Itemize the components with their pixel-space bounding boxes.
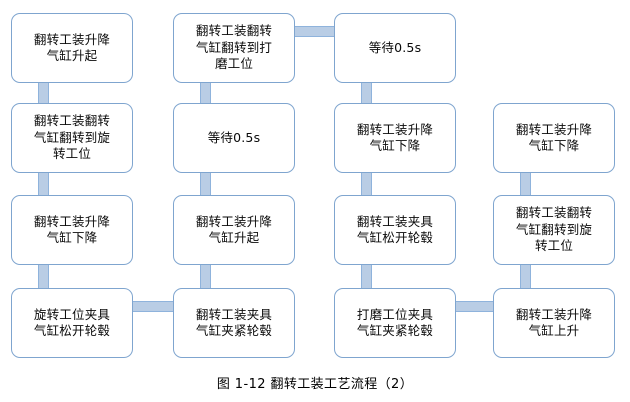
- process-node-r1c1[interactable]: 翻转工装升降 气缸升起: [11, 13, 133, 83]
- process-node-r2c1[interactable]: 翻转工装翻转 气缸翻转到旋 转工位: [11, 103, 133, 173]
- process-node-r2c4[interactable]: 翻转工装升降 气缸下降: [493, 103, 615, 173]
- process-node-r3c3[interactable]: 翻转工装夹具 气缸松开轮毂: [334, 195, 456, 265]
- process-node-r4c4[interactable]: 翻转工装升降 气缸上升: [493, 288, 615, 358]
- process-node-label: 等待0.5s: [207, 129, 261, 145]
- process-node-label: 翻转工装升降 气缸上升: [515, 306, 593, 339]
- connector-v-c1-r3r4: [38, 264, 49, 289]
- connector-v-c1-r2r3: [38, 172, 49, 196]
- process-node-r3c1[interactable]: 翻转工装升降 气缸下降: [11, 195, 133, 265]
- process-node-r4c2[interactable]: 翻转工装夹具 气缸夹紧轮毂: [173, 288, 295, 358]
- process-node-label: 翻转工装翻转 气缸翻转到旋 转工位: [515, 205, 593, 254]
- connector-h-r1-c2c3: [294, 26, 335, 37]
- connector-v-c4-r2r3: [520, 172, 531, 196]
- process-node-r1c3[interactable]: 等待0.5s: [334, 13, 456, 83]
- connector-v-c1-r1r2: [38, 82, 49, 104]
- connector-v-c3-r1r2: [361, 82, 372, 104]
- connector-v-c2-r3r4: [200, 264, 211, 289]
- process-node-label: 翻转工装翻转 气缸翻转到旋 转工位: [33, 113, 111, 162]
- connector-h-r4-c3c4: [455, 301, 494, 312]
- process-node-label: 翻转工装升降 气缸升起: [33, 31, 111, 64]
- process-node-r4c1[interactable]: 旋转工位夹具 气缸松开轮毂: [11, 288, 133, 358]
- process-node-label: 旋转工位夹具 气缸松开轮毂: [33, 306, 111, 339]
- connector-v-c4-r3r4: [520, 264, 531, 289]
- connector-v-c3-r2r3: [361, 172, 372, 196]
- process-node-label: 翻转工装翻转 气缸翻转到打 磨工位: [195, 23, 273, 72]
- process-node-label: 等待0.5s: [368, 39, 422, 55]
- process-node-r2c2[interactable]: 等待0.5s: [173, 103, 295, 173]
- connector-v-c2-r2r3: [200, 172, 211, 196]
- process-node-r4c3[interactable]: 打磨工位夹具 气缸夹紧轮毂: [334, 288, 456, 358]
- process-node-label: 翻转工装升降 气缸下降: [356, 121, 434, 154]
- process-node-label: 翻转工装升降 气缸下降: [515, 121, 593, 154]
- process-node-r3c2[interactable]: 翻转工装升降 气缸升起: [173, 195, 295, 265]
- process-node-label: 翻转工装升降 气缸升起: [195, 213, 273, 246]
- process-node-label: 打磨工位夹具 气缸夹紧轮毂: [356, 306, 434, 339]
- figure-caption: 图 1-12 翻转工装工艺流程（2）: [216, 377, 414, 392]
- connector-v-c3-r3r4: [361, 264, 372, 289]
- connector-h-r4-c1c2: [132, 301, 174, 312]
- process-node-r1c2[interactable]: 翻转工装翻转 气缸翻转到打 磨工位: [173, 13, 295, 83]
- process-node-r2c3[interactable]: 翻转工装升降 气缸下降: [334, 103, 456, 173]
- process-node-label: 翻转工装夹具 气缸夹紧轮毂: [195, 306, 273, 339]
- process-node-r3c4[interactable]: 翻转工装翻转 气缸翻转到旋 转工位: [493, 195, 615, 265]
- process-node-label: 翻转工装夹具 气缸松开轮毂: [356, 213, 434, 246]
- connector-v-c2-r1r2: [200, 82, 211, 104]
- process-node-label: 翻转工装升降 气缸下降: [33, 213, 111, 246]
